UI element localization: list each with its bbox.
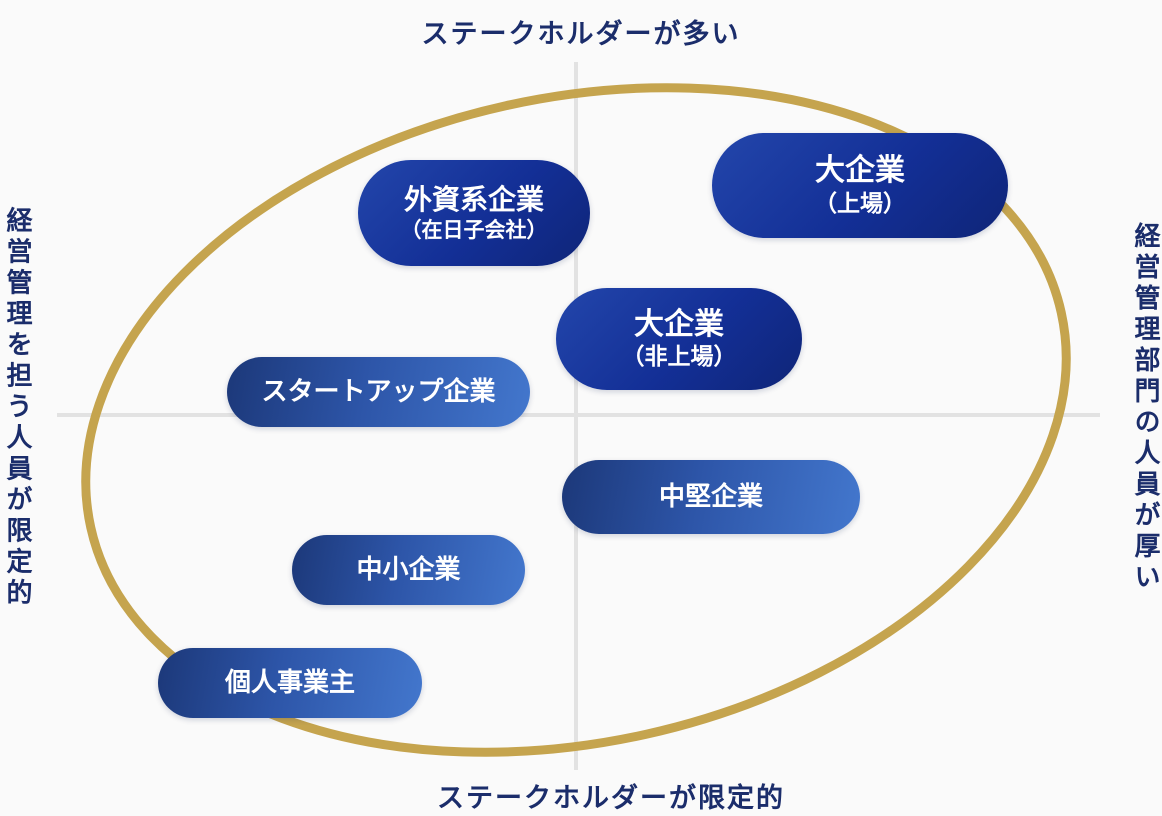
pill-large-company-unlisted: 大企業 （非上場） [556,288,802,390]
axis-label-top: ステークホルダーが多い [421,19,741,50]
pill-large-company-listed: 大企業 （上場） [712,133,1008,238]
pill-sublabel: （非上場） [621,344,737,371]
pill-label: 個人事業主 [224,667,355,698]
horizontal-axis-line [57,413,1100,417]
pill-label: 外資系企業 [403,183,544,217]
pill-label: スタートアップ企業 [261,376,496,407]
axis-label-right: 経営管理部門の人員が厚い [1130,222,1160,594]
pill-label: 中堅企業 [658,481,763,512]
pill-sublabel: （在日子会社） [400,218,548,243]
pill-startup-company: スタートアップ企業 [227,357,530,427]
pill-label: 大企業 [634,306,724,342]
axis-label-left: 経営管理を担う人員が限定的 [2,206,32,610]
pill-foreign-company-subsidiary: 外資系企業 （在日子会社） [358,160,590,266]
pill-sublabel: （上場） [814,190,906,217]
axis-label-bottom: ステークホルダーが限定的 [437,783,785,814]
pill-sole-proprietor: 個人事業主 [158,648,422,718]
pill-label: 中小企業 [356,554,461,585]
pill-midsize-company: 中堅企業 [562,460,860,534]
pill-small-medium-company: 中小企業 [292,535,525,605]
pill-label: 大企業 [815,153,905,189]
